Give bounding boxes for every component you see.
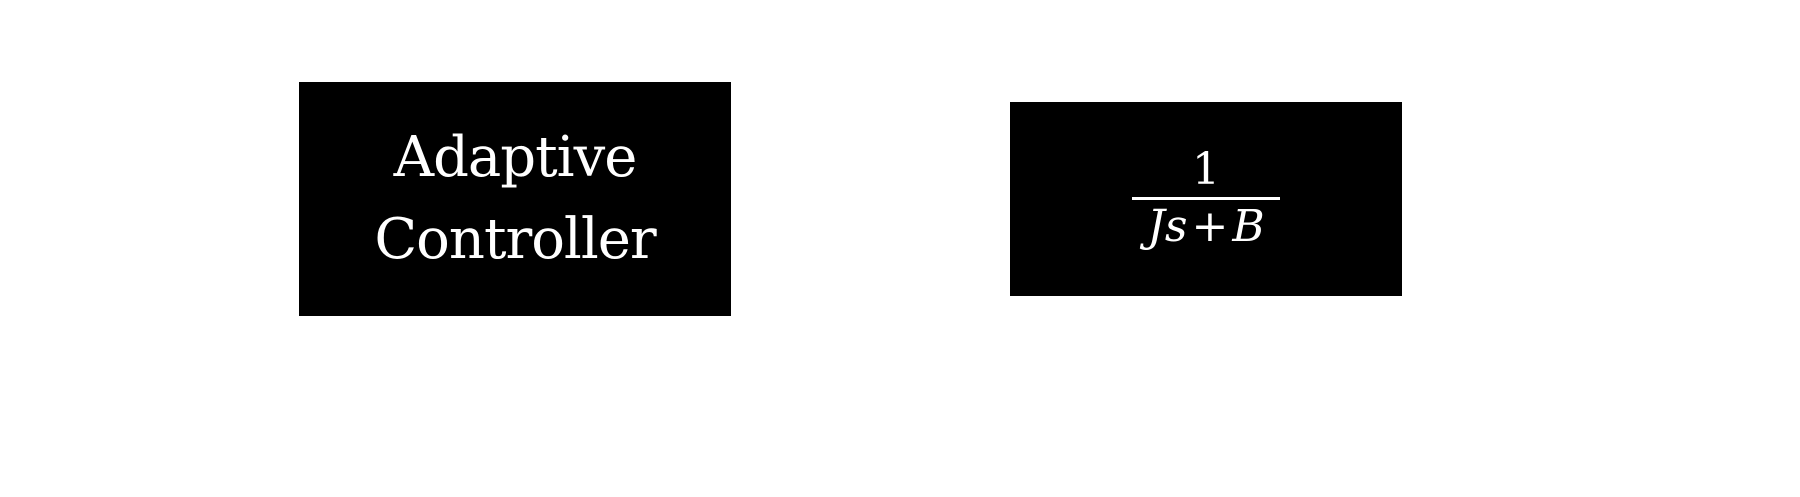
denominator-term-js: Js	[1147, 200, 1188, 252]
denominator-term-b: B	[1232, 200, 1265, 252]
fraction-bar	[1132, 196, 1280, 200]
controller-label-line1: Adaptive	[393, 125, 638, 190]
denominator-operator: +	[1191, 200, 1229, 252]
plant-transfer-function-block: 1 Js+B	[1010, 102, 1402, 296]
transfer-function-denominator: Js+B	[1147, 200, 1264, 252]
controller-label-line2: Controller	[374, 207, 656, 272]
transfer-function-fraction: 1 Js+B	[1132, 143, 1280, 252]
controller-label: Adaptive Controller	[374, 117, 656, 281]
adaptive-controller-block: Adaptive Controller	[299, 82, 731, 316]
transfer-function-numerator: 1	[1192, 143, 1220, 195]
